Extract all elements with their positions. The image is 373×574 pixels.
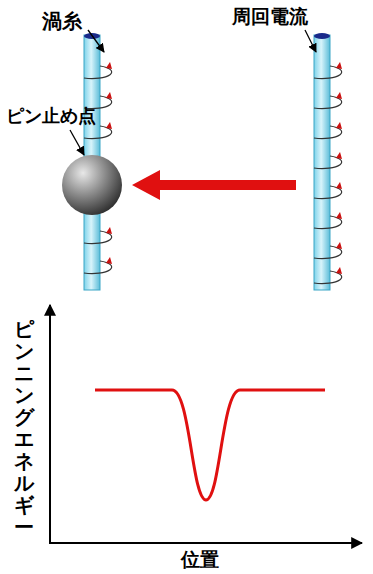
axis-title: ピンニングエネルギー	[14, 318, 34, 538]
axis-title: 位置	[181, 549, 219, 570]
current-label: 周回電流	[232, 6, 308, 27]
leader-line	[88, 30, 104, 52]
current-loop	[84, 66, 342, 284]
x-axis	[49, 542, 362, 544]
energy-curve	[95, 390, 325, 500]
leader-line	[70, 130, 84, 155]
pinning-site	[62, 155, 122, 215]
current-arrowhead	[106, 62, 342, 274]
leader-line	[305, 30, 316, 52]
vortex-line	[314, 33, 330, 290]
vortex-label: 渦糸	[42, 10, 82, 32]
y-axis	[49, 305, 51, 543]
force-arrow	[132, 170, 296, 200]
pinning-site-label: ピン止め点	[6, 106, 96, 126]
